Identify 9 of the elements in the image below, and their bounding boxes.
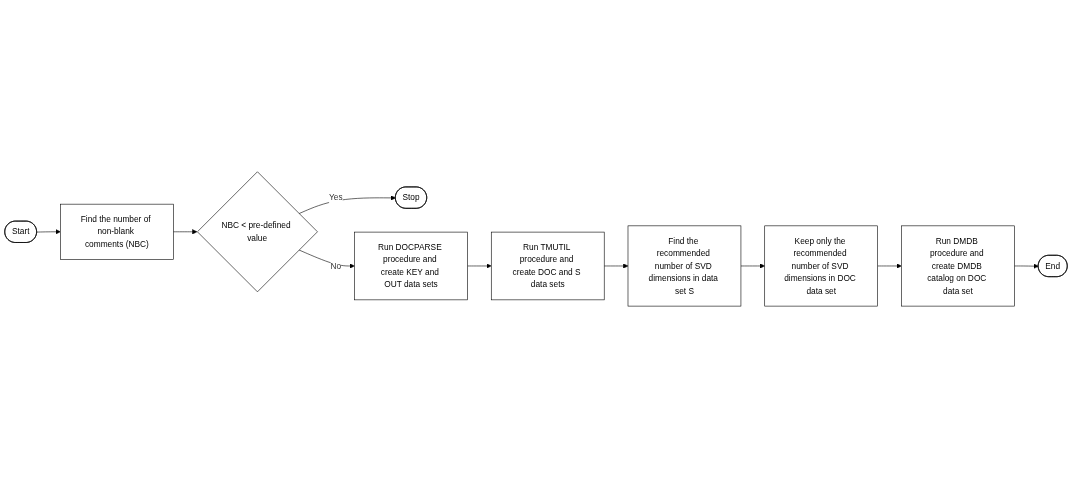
node-box: Run DMDB procedure and create DMDB catalog on DOC data set: [901, 225, 1015, 306]
node-box: Run TMUTIL procedure and create DOC and S data sets: [490, 231, 605, 300]
edge-label: Yes: [329, 192, 343, 202]
edge-label: No: [330, 260, 342, 270]
node-diamond: NBC < pre-defined value: [197, 171, 318, 292]
node-box: Find the recommended number of SVD dimensions in data set S: [627, 225, 742, 306]
node-box: Run DOCPARSE procedure and create KEY and OUT data sets: [354, 231, 468, 300]
node-box: Find the number of non-blank comments (NBC): [60, 203, 174, 260]
node-box: Keep only the recommended number of SVD dimensions in DOC data set: [764, 225, 878, 306]
